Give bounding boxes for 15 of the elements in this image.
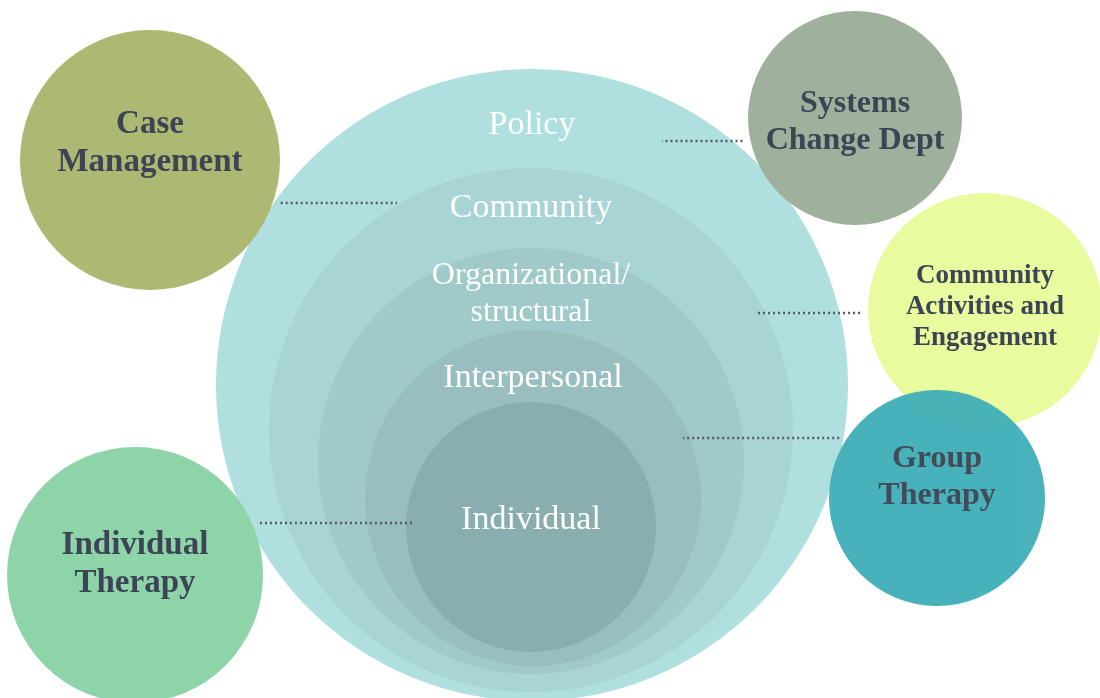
leader-line bbox=[755, 311, 861, 315]
circle-label: Policy bbox=[487, 102, 577, 142]
circle-label: Community Activities and Engagement bbox=[904, 258, 1066, 352]
circle-label: Individual bbox=[460, 497, 602, 537]
leader-line bbox=[280, 201, 397, 205]
circle-label: Systems Change Dept bbox=[764, 83, 946, 157]
circle-label: Case Management bbox=[56, 104, 244, 180]
circle-label: Group Therapy bbox=[877, 438, 997, 512]
leader-line bbox=[662, 139, 743, 143]
circle-label: Organizational/ structural bbox=[430, 255, 632, 329]
circle-label: Individual Therapy bbox=[60, 525, 210, 601]
circle-label: Interpersonal bbox=[442, 355, 624, 395]
leader-line bbox=[683, 436, 840, 440]
leader-line bbox=[259, 521, 413, 525]
circle-label: Community bbox=[448, 185, 614, 225]
